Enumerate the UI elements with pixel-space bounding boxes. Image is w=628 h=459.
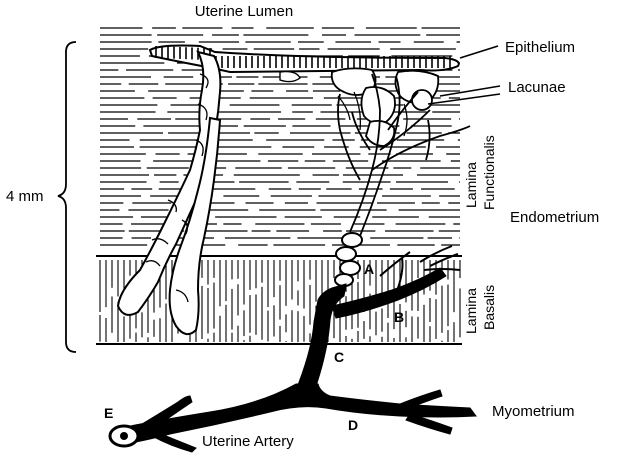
artery-cut-end: [108, 424, 140, 448]
letter-c: C: [334, 349, 344, 365]
lamina-functionalis-label-1: Lamina: [463, 162, 479, 208]
letter-d: D: [348, 417, 358, 433]
letter-a: A: [364, 261, 374, 277]
thickness-label: 4 mm: [6, 188, 44, 205]
lamina-basalis-label-2: Basalis: [481, 285, 497, 330]
uterine-gland: [116, 50, 222, 336]
lacunae-label: Lacunae: [508, 79, 566, 96]
letter-e: E: [104, 405, 113, 421]
spiral-artery-coils: [334, 232, 363, 287]
thickness-brace: [57, 41, 77, 353]
uterine-lumen-label: Uterine Lumen: [195, 3, 293, 20]
basalis-branches: [379, 245, 461, 289]
lamina-functionalis-label-2: Functionalis: [481, 135, 497, 210]
myometrium-label: Myometrium: [492, 403, 575, 420]
lacunae-area: [279, 67, 440, 147]
epithelium-label: Epithelium: [505, 39, 575, 56]
endometrium-label: Endometrium: [510, 209, 599, 226]
lamina-basalis-label-1: Lamina: [463, 288, 479, 334]
letter-b: B: [394, 309, 404, 325]
uterine-artery-label: Uterine Artery: [202, 433, 294, 450]
artery-tree: [119, 267, 477, 453]
spiral-artery: [337, 73, 471, 237]
label-leaders: [427, 45, 501, 105]
